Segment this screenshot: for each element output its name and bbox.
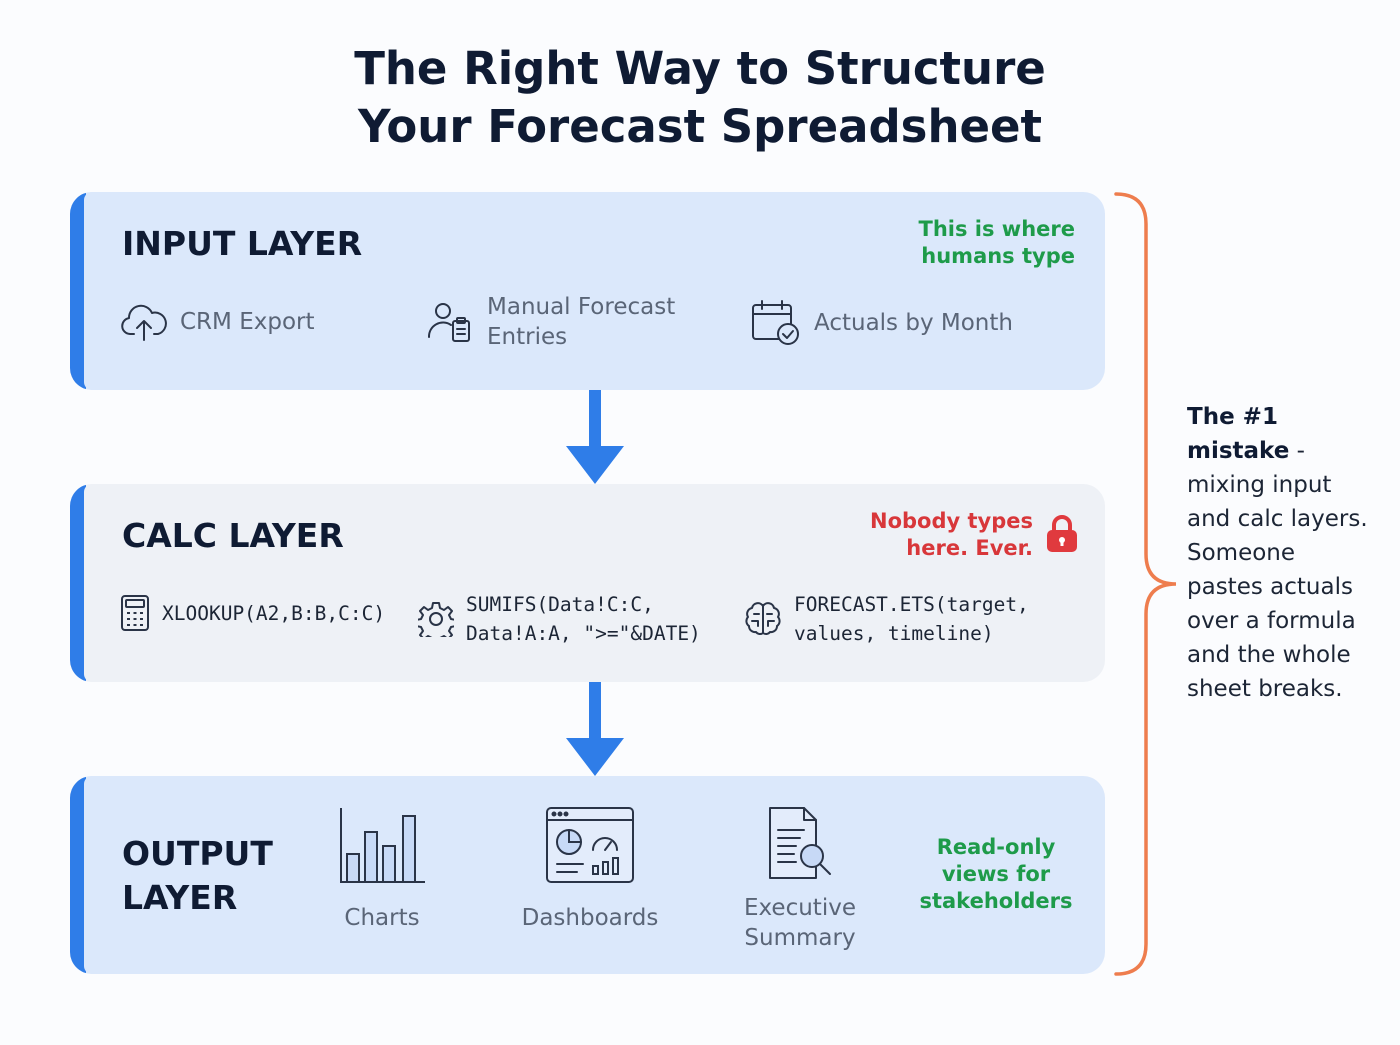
side-note: The #1 mistake - mixing input and calc l…: [1187, 400, 1377, 706]
input-layer-note-line-2: humans type: [921, 244, 1075, 268]
output-layer-accent-bar: [70, 776, 92, 974]
user-clipboard-icon: [427, 303, 470, 342]
output-item-dashboards: Dashboards: [510, 806, 670, 933]
calc-layer-title: CALC LAYER: [122, 516, 344, 555]
cloud-upload-icon: [121, 304, 167, 341]
input-layer-accent-bar: [70, 192, 92, 390]
lock-icon: [1047, 515, 1077, 552]
input-layer-card: INPUT LAYER This is where humans type CR…: [70, 192, 1105, 390]
title-line-1: The Right Way to Structure: [354, 42, 1046, 95]
input-layer-title: INPUT LAYER: [122, 224, 363, 263]
down-arrow-icon: [566, 682, 624, 776]
curly-brace-icon: [1114, 192, 1177, 976]
calc-item-forecast-ets: FORECAST.ETS(target, values, timeline): [744, 590, 1029, 648]
side-note-bold: The #1 mistake: [1187, 404, 1290, 464]
output-item-label: Dashboards: [521, 905, 659, 931]
output-layer-note-line-1: Read-only: [936, 835, 1056, 859]
calc-layer-card: CALC LAYER Nobody types here. Ever. XLOO…: [70, 484, 1105, 682]
calculator-icon: [121, 595, 149, 631]
output-layer-card: OUTPUT LAYER Charts Dashboards: [70, 776, 1105, 974]
output-item-label: Charts: [344, 905, 420, 931]
calc-item-xlookup: XLOOKUP(A2,B:B,C:C): [120, 594, 385, 632]
bar-chart-icon: [340, 808, 425, 883]
input-layer-note: This is where humans type: [919, 216, 1076, 270]
calc-item-formula: XLOOKUP(A2,B:B,C:C): [162, 601, 386, 625]
input-layer-note-line-1: This is where: [918, 217, 1076, 241]
output-item-executive-summary: Executive Summary: [725, 806, 875, 953]
input-item-crm-export: CRM Export: [120, 302, 315, 342]
output-item-charts: Charts: [322, 806, 442, 933]
dashboard-icon: [546, 807, 634, 883]
down-arrow-icon: [566, 390, 624, 484]
output-layer-title-line-2: LAYER: [122, 878, 238, 917]
document-search-icon: [769, 807, 831, 879]
brain-icon: [745, 602, 781, 635]
calc-item-formula: SUMIFS(Data!C:C, Data!A:A, ">="&DATE): [466, 593, 701, 645]
input-item-label: CRM Export: [180, 309, 315, 335]
calendar-check-icon: [752, 300, 799, 345]
input-item-manual-forecast: Manual Forecast Entries: [425, 292, 675, 352]
input-item-label: Actuals by Month: [814, 310, 1013, 336]
input-item-label: Manual Forecast Entries: [487, 294, 676, 350]
title-line-2: Your Forecast Spreadsheet: [357, 100, 1043, 153]
calc-layer-note-line-2: here. Ever.: [906, 536, 1033, 560]
calc-item-sumifs: SUMIFS(Data!C:C, Data!A:A, ">="&DATE): [418, 590, 701, 648]
output-layer-title: OUTPUT LAYER: [122, 832, 273, 920]
calc-layer-note: Nobody types here. Ever.: [870, 508, 1033, 562]
calc-layer-note-line-1: Nobody types: [870, 509, 1033, 533]
calc-item-formula: FORECAST.ETS(target, values, timeline): [794, 593, 1029, 645]
gear-icon: [418, 602, 454, 637]
input-item-actuals-by-month: Actuals by Month: [750, 298, 1013, 348]
page-title: The Right Way to Structure Your Forecast…: [0, 40, 1400, 156]
calc-layer-accent-bar: [70, 484, 92, 682]
output-layer-note-line-2: views for: [941, 862, 1051, 886]
output-layer-note: Read-only views for stakeholders: [910, 834, 1082, 915]
output-layer-note-line-3: stakeholders: [919, 889, 1073, 913]
side-note-text: - mixing input and calc layers. Someone …: [1187, 438, 1368, 702]
output-item-label: Executive Summary: [744, 895, 856, 951]
output-layer-title-line-1: OUTPUT: [122, 834, 273, 873]
